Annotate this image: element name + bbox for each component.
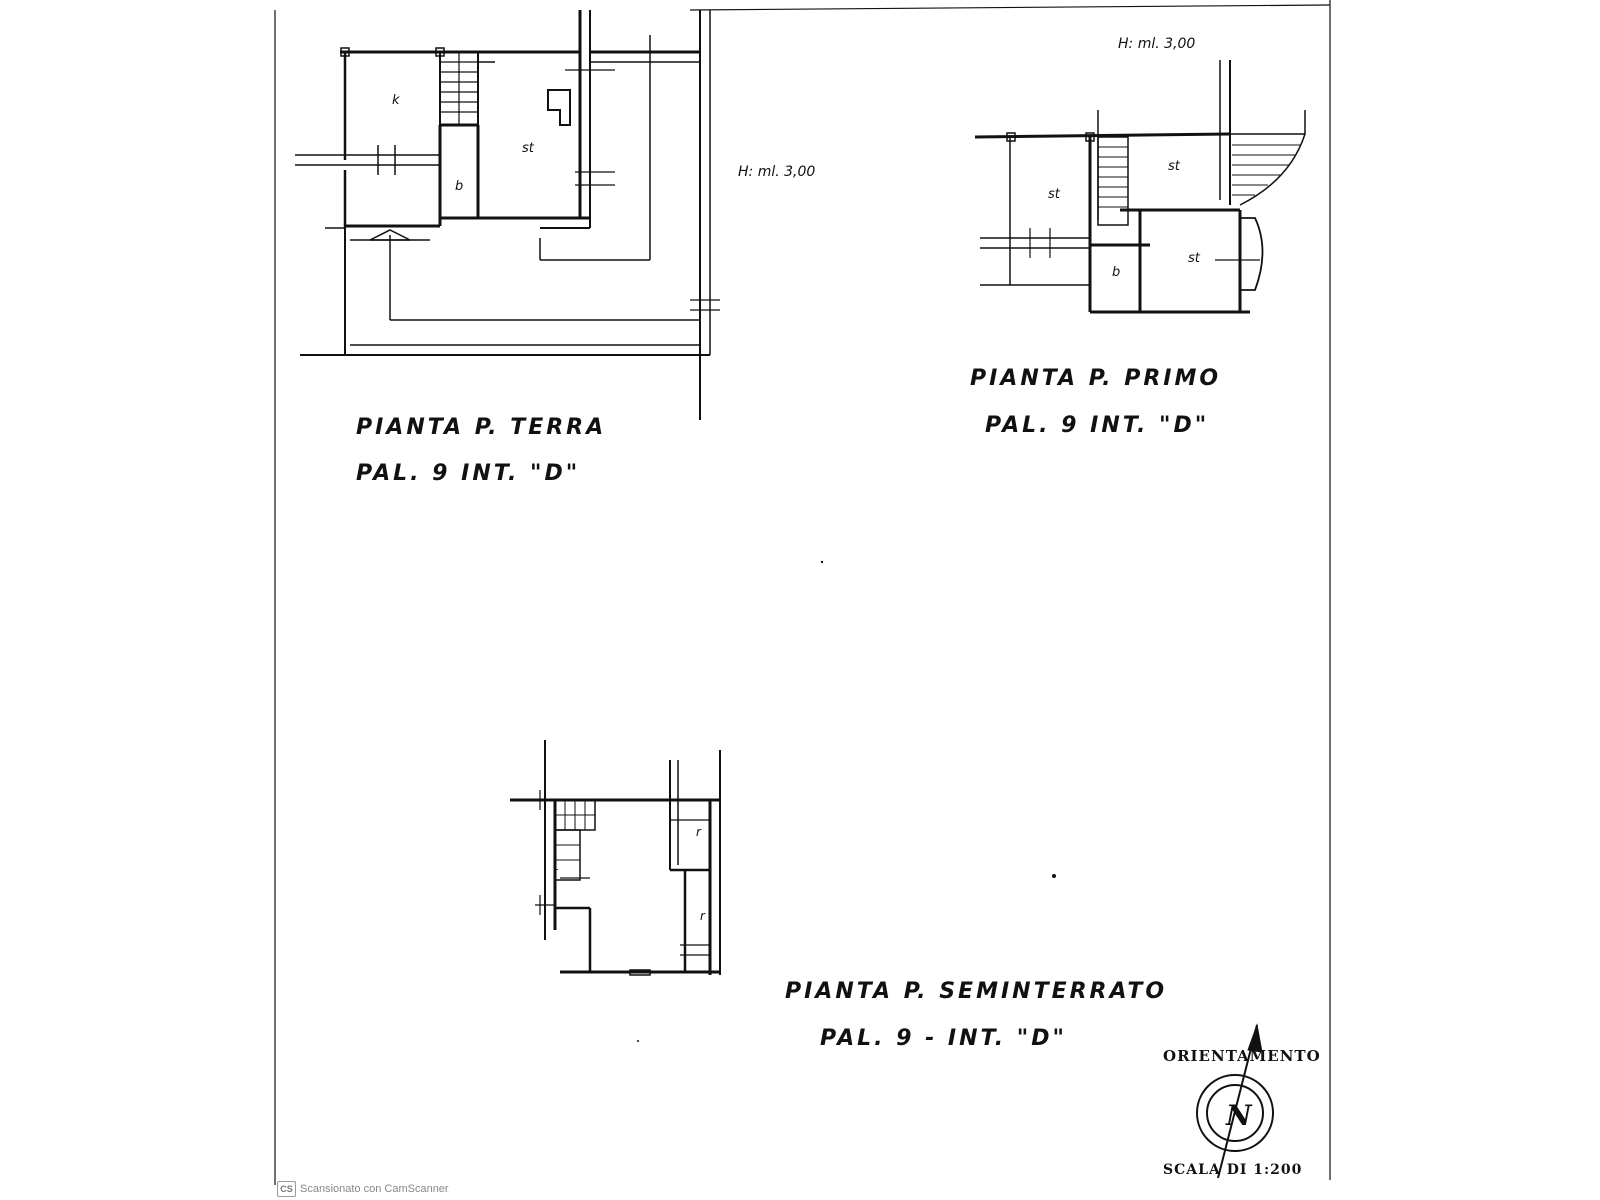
first-floor-subtitle: PAL. 9 INT. "D" bbox=[985, 413, 1209, 438]
first-floor-height: H: ml. 3,00 bbox=[1118, 36, 1195, 52]
basement-room-label-2: r bbox=[700, 909, 706, 923]
scale-label: SCALA DI 1:200 bbox=[1163, 1162, 1302, 1178]
scan-speck bbox=[1052, 874, 1056, 878]
north-letter: N bbox=[1225, 1099, 1253, 1132]
ground-floor-height: H: ml. 3,00 bbox=[738, 164, 815, 180]
scan-speck bbox=[820, 560, 824, 564]
camscanner-logo-icon: CS bbox=[277, 1181, 296, 1197]
room-label-living: st bbox=[522, 141, 535, 156]
watermark-text: Scansionato con CamScanner bbox=[300, 1183, 449, 1195]
orientation-label: ORIENTAMENTO bbox=[1163, 1047, 1321, 1065]
north-arrow-icon bbox=[1196, 1023, 1274, 1179]
basement-plan bbox=[510, 740, 721, 976]
sheet-border bbox=[274, 0, 1331, 1185]
first-room-label-2: st bbox=[1168, 159, 1181, 174]
ground-floor-plan bbox=[295, 10, 720, 420]
basement-room-label-3: r bbox=[553, 865, 559, 878]
ground-floor-title: PIANTA P. TERRA bbox=[356, 415, 606, 440]
room-label-bath: b bbox=[455, 179, 463, 194]
first-room-label-3: st bbox=[1188, 251, 1201, 266]
first-floor-title: PIANTA P. PRIMO bbox=[970, 366, 1221, 391]
first-room-label-1: st bbox=[1048, 187, 1061, 202]
first-floor-plan bbox=[974, 60, 1306, 314]
first-room-label-bath: b bbox=[1112, 265, 1120, 280]
basement-room-label-1: r bbox=[696, 825, 702, 839]
ground-floor-subtitle: PAL. 9 INT. "D" bbox=[356, 461, 580, 486]
scan-speck bbox=[637, 1040, 639, 1042]
basement-title: PIANTA P. SEMINTERRATO bbox=[785, 979, 1167, 1004]
basement-subtitle: PAL. 9 - INT. "D" bbox=[820, 1026, 1067, 1051]
room-label-kitchen: k bbox=[392, 93, 400, 108]
camscanner-watermark: CS Scansionato con CamScanner bbox=[277, 1181, 449, 1197]
